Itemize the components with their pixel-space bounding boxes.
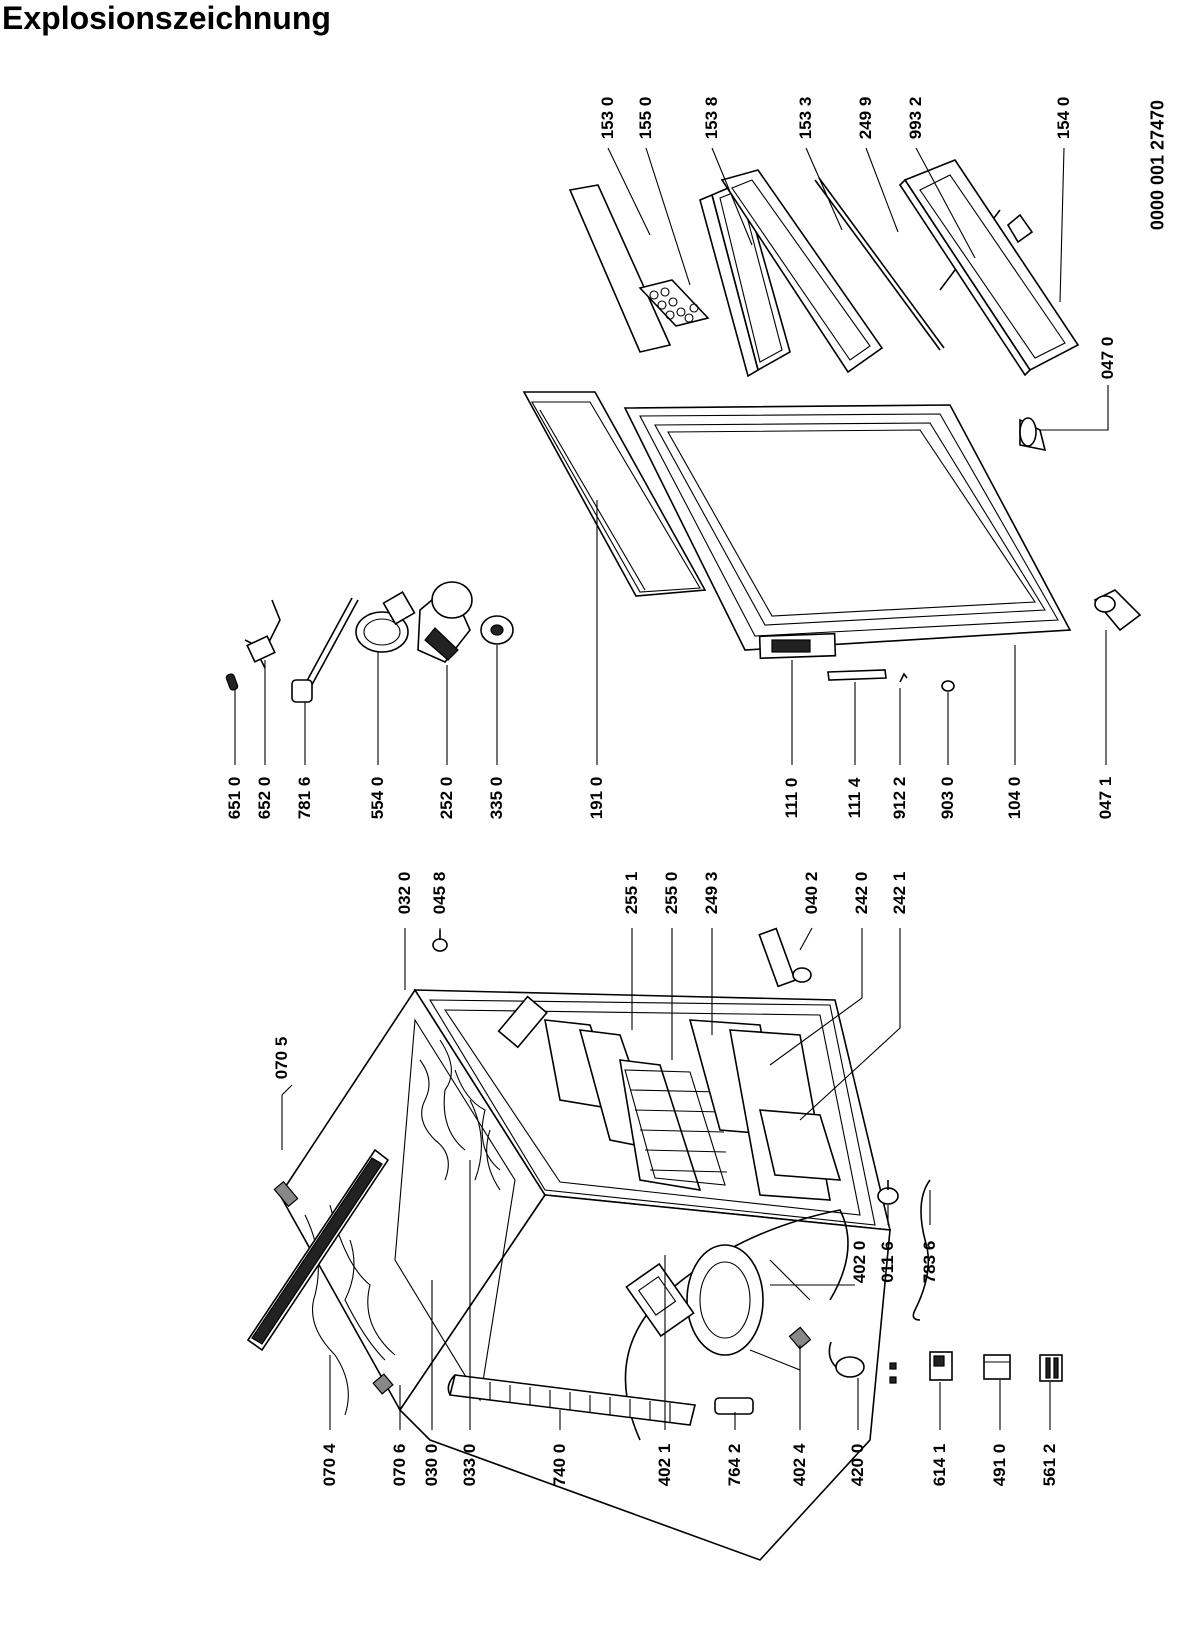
label-252-0: 252 0 [437,776,456,820]
electrical-parts [714,1179,1063,1415]
label-781-6: 781 6 [295,776,314,820]
label-249-9: 249 9 [856,96,875,140]
label-032-0: 032 0 [395,871,414,915]
label-011-6: 011 6 [878,1241,897,1283]
label-783-6: 783 6 [920,1240,939,1284]
label-033-0: 033 0 [460,1443,479,1487]
label-255-1: 255 1 [622,871,641,915]
label-993-2: 993 2 [906,96,925,140]
leader-lines [234,147,1109,1430]
label-402-4: 402 4 [790,1443,809,1487]
thermostat-parts [225,581,514,703]
label-491-0: 491 0 [990,1443,1009,1487]
label-554-0: 554 0 [368,776,387,820]
label-153-0: 153 0 [598,96,617,140]
label-155-0: 155 0 [636,96,655,140]
label-651-0: 651 0 [225,776,244,820]
label-764-2: 764 2 [725,1443,744,1487]
label-040-2: 040 2 [802,871,821,915]
label-652-0: 652 0 [255,776,274,820]
label-614-1: 614 1 [930,1443,949,1487]
label-111-4: 111 4 [845,777,864,819]
label-104-0: 104 0 [1005,776,1024,820]
label-070-4: 070 4 [320,1443,339,1487]
label-249-3: 249 3 [702,871,721,915]
label-402-1: 402 1 [655,1443,674,1487]
condenser [447,1374,696,1426]
label-561-2: 561 2 [1040,1443,1059,1487]
label-047-0: 047 0 [1098,336,1117,380]
ventilation-grille [246,1148,390,1352]
label-070-5: 070 5 [272,1036,291,1080]
label-153-8: 153 8 [702,96,721,140]
label-242-0: 242 0 [852,871,871,915]
label-242-1: 242 1 [890,871,909,915]
label-154-0: 154 0 [1054,96,1073,140]
door-assembly [522,391,1142,692]
cabinet-body [246,927,892,1561]
interior-shelves [497,995,842,1201]
label-255-0: 255 0 [662,871,681,915]
label-912-2: 912 2 [890,776,909,820]
page-title: Explosionszeichnung [2,0,331,36]
label-740-0: 740 0 [550,1443,569,1487]
label-030-0: 030 0 [422,1443,441,1487]
label-420-0: 420 0 [848,1443,867,1487]
label-153-3: 153 3 [796,96,815,140]
label-903-0: 903 0 [938,776,957,820]
door-shelves [568,159,1080,378]
label-070-6: 070 6 [390,1443,409,1487]
compressor-area [624,1209,849,1441]
label-111-0: 111 0 [782,777,801,819]
label-047-1: 047 1 [1096,776,1115,820]
label-191-0: 191 0 [587,776,606,820]
label-402-0: 402 0 [850,1240,869,1284]
label-335-0: 335 0 [487,776,506,820]
document-number: 0000 001 27470 [1147,99,1168,231]
label-045-8: 045 8 [430,871,449,915]
